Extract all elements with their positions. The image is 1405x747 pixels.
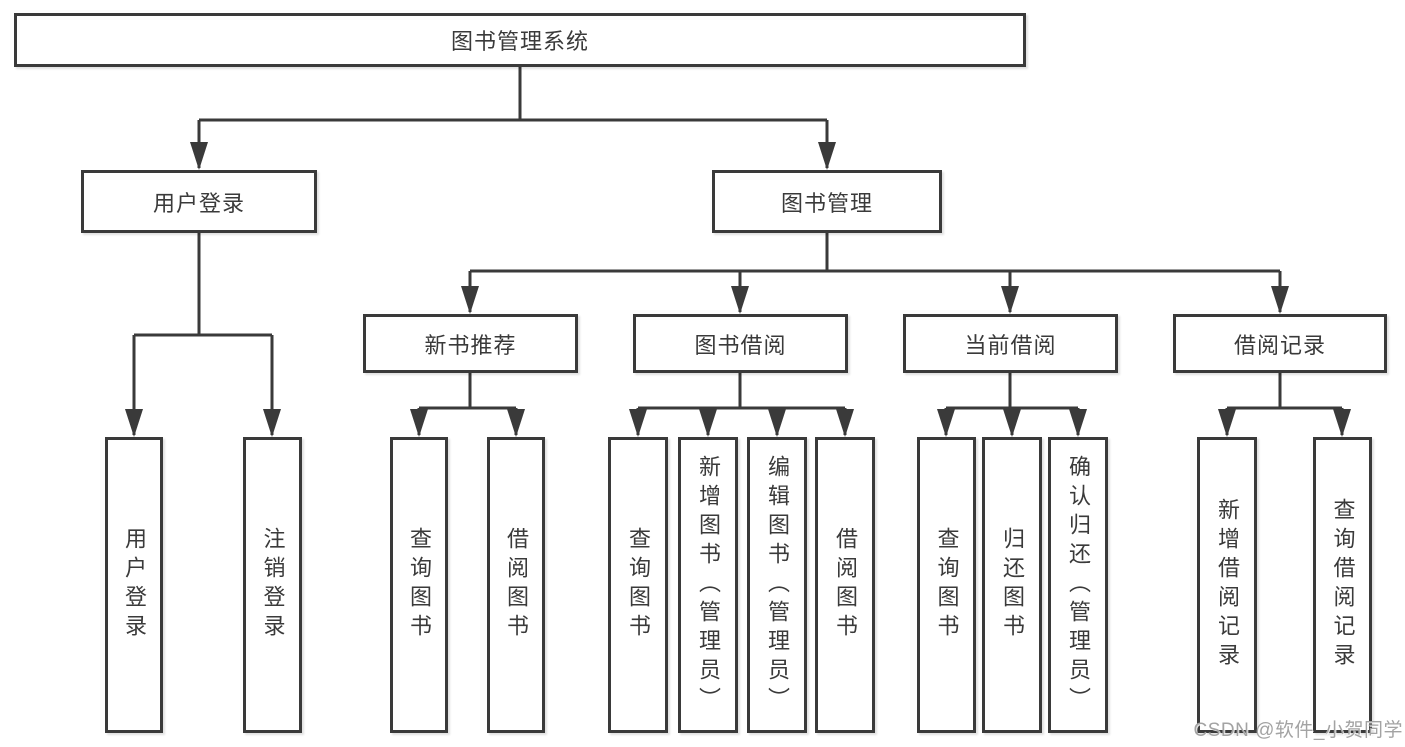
leaf-current-confirm-return: 确认归还（管理员） — [1048, 437, 1108, 733]
arrowhead-icon — [461, 286, 479, 314]
node-borrow-records: 借阅记录 — [1173, 314, 1387, 373]
leaf-records-add-record: 新增借阅记录 — [1197, 437, 1257, 733]
arrowhead-icon — [1218, 409, 1236, 437]
leaf-borrow-borrow-book: 借阅图书 — [815, 437, 875, 733]
leaf-user-login: 用户登录 — [105, 437, 163, 733]
node-user-login: 用户登录 — [81, 170, 317, 233]
arrowhead-icon — [1333, 409, 1351, 437]
arrowhead-icon — [1001, 286, 1019, 314]
leaf-borrow-query-book: 查询图书 — [608, 437, 668, 733]
arrowhead-icon — [263, 409, 281, 437]
arrowhead-icon — [1271, 286, 1289, 314]
leaf-borrow-add-book: 新增图书（管理员） — [678, 437, 738, 733]
node-root: 图书管理系统 — [14, 13, 1026, 67]
arrowhead-icon — [836, 409, 854, 437]
node-book-borrow: 图书借阅 — [633, 314, 848, 373]
arrowhead-icon — [1003, 409, 1021, 437]
leaf-newbook-borrow-book: 借阅图书 — [487, 437, 545, 733]
leaf-records-query-record: 查询借阅记录 — [1313, 437, 1372, 733]
node-new-book-recommend: 新书推荐 — [363, 314, 578, 373]
leaf-logout: 注销登录 — [243, 437, 302, 733]
leaf-newbook-query-book: 查询图书 — [390, 437, 448, 733]
leaf-current-return-book: 归还图书 — [982, 437, 1042, 733]
arrowhead-icon — [699, 409, 717, 437]
arrowhead-icon — [818, 142, 836, 170]
arrowhead-icon — [507, 409, 525, 437]
arrowhead-icon — [410, 409, 428, 437]
node-book-management: 图书管理 — [712, 170, 942, 233]
leaf-borrow-edit-book: 编辑图书（管理员） — [747, 437, 807, 733]
node-current-borrow: 当前借阅 — [903, 314, 1118, 373]
connector-path — [132, 67, 1344, 435]
arrowhead-icon — [768, 409, 786, 437]
arrowhead-icon — [125, 409, 143, 437]
leaf-current-query-book: 查询图书 — [917, 437, 976, 733]
watermark: CSDN @软件_小贺同学 — [1193, 720, 1403, 741]
arrowhead-icon — [190, 142, 208, 170]
arrowhead-icon — [629, 409, 647, 437]
arrowhead-icon — [1069, 409, 1087, 437]
arrowhead-icon — [937, 409, 955, 437]
arrowhead-icon — [731, 286, 749, 314]
